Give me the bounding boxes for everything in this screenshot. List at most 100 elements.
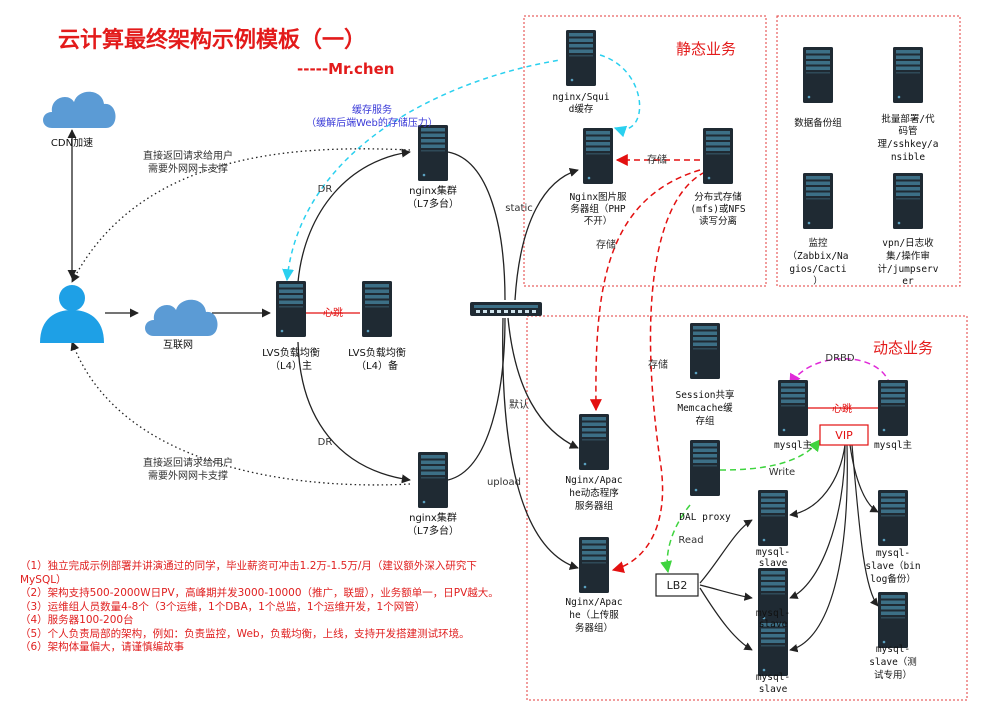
nginx-bottom-switch-line <box>447 317 506 481</box>
nginx-top-switch-line <box>447 151 506 301</box>
diagram-title: 云计算最终架构示例模板（一） <box>58 27 366 53</box>
internet-cloud-icon <box>145 299 218 336</box>
static-region <box>523 15 767 287</box>
apache-dyn-label-1: Nginx/Apac <box>565 475 622 486</box>
session-label-2: Memcache缓 <box>677 402 733 414</box>
drbd-label: DRBD <box>825 353 855 364</box>
apache-dyn-server-icon <box>579 414 609 470</box>
slave-backup-label-3: log备份） <box>870 573 916 585</box>
slave-test-label-1: mysql- <box>876 644 910 655</box>
static-region-title: 静态业务 <box>676 40 736 58</box>
monitor-label-2: （Zabbix/Na <box>788 250 849 262</box>
deploy-server-icon <box>893 47 923 103</box>
vip-slave3-line <box>789 444 848 653</box>
network-switch <box>470 302 542 316</box>
lb2-slave3-line <box>699 587 753 651</box>
dr-top-label: DR <box>318 184 333 195</box>
write-line <box>719 439 821 471</box>
session-label-3: 存组 <box>695 415 715 427</box>
upload-label: upload <box>487 477 521 488</box>
apache-up-server-icon <box>579 537 609 593</box>
dist-storage-server-icon <box>703 128 733 184</box>
deploy-label-3: 理/sshkey/a <box>878 139 939 150</box>
session-server-icon <box>690 323 720 379</box>
slave-backup-server-icon <box>878 490 908 546</box>
read-label: Read <box>678 535 703 546</box>
direct-return-bottom-label-1: 直接返回请求给用户 <box>143 456 233 469</box>
apache-up-label-2: he（上传服 <box>569 609 619 621</box>
slave1-server-icon <box>758 490 788 546</box>
note-3: （3）运维组人员数量4-8个（3个运维，1个DBA，1个总监，1个运维开发，1个… <box>20 600 426 613</box>
vpn-label-3: 计/jumpserv <box>878 263 939 275</box>
cdn-label: CDN加速 <box>51 137 93 149</box>
vpn-label-4: er <box>902 276 914 287</box>
author-label: -----Mr.chen <box>297 60 394 78</box>
vip-slave1-line <box>789 444 846 518</box>
deploy-label-4: nsible <box>891 152 926 163</box>
slave1-label-1: mysql- <box>756 547 790 558</box>
dal-server-icon <box>690 440 720 496</box>
vip-slave2-line <box>789 444 846 599</box>
note-5: （5）个人负责局部的架构，例如：负责监控，Web，负载均衡，上线，支持开发搭建测… <box>20 627 470 640</box>
cache-service-label-1: 缓存服务 <box>352 103 392 116</box>
lvs-backup-label-1: LVS负载均衡 <box>348 346 406 359</box>
dist-label-1: 分布式存储 <box>694 191 742 203</box>
storage-apache-up-line <box>611 171 706 573</box>
nginx-top-label-1: nginx集群 <box>409 184 457 197</box>
slave1-label-2: slave <box>759 558 788 569</box>
vip-slave-backup-line <box>849 444 879 513</box>
squid-label-1: nginx/Squi <box>552 92 609 103</box>
deploy-label-2: 码管 <box>898 125 917 137</box>
direct-return-bottom-label-2: 需要外网网卡支撑 <box>148 469 228 482</box>
nginx-bottom-label-1: nginx集群 <box>409 511 457 524</box>
note-1: （1）独立完成示例部署并讲演通过的同学，毕业薪资可冲击1.2万-1.5万/月（建… <box>20 560 477 586</box>
internet-label: 互联网 <box>163 339 193 351</box>
img-label-1: Nginx图片服 <box>569 191 627 203</box>
cache-service-label-2: （缓解后端Web的存储压力） <box>306 116 438 129</box>
nginx-bottom-label-2: （L7多台） <box>407 524 459 537</box>
mysql-a-label: mysql主 <box>774 439 812 451</box>
squid-server-icon <box>566 30 596 86</box>
cdn-cloud-icon <box>43 91 116 128</box>
write-label: Write <box>769 467 795 478</box>
slave3-label-1: mysql- <box>756 672 790 683</box>
lb2-slave2-line <box>699 584 753 601</box>
backup-label: 数据备份组 <box>794 117 842 129</box>
monitor-label-3: gios/Cacti <box>789 264 846 275</box>
vip-label: VIP <box>835 429 853 442</box>
slave-test-server-icon <box>878 592 908 648</box>
switch-apache-dyn-line <box>507 317 579 449</box>
direct-return-bottom-line <box>70 341 411 486</box>
cache-service-line <box>282 59 561 282</box>
storage-label-1: 存储 <box>647 153 667 166</box>
lvs-main-label-2: （L4）主 <box>270 360 312 372</box>
vip-slave-test-line <box>851 444 879 607</box>
lvs-main-server-icon <box>276 281 306 337</box>
direct-return-top-label-1: 直接返回请求给用户 <box>143 149 233 162</box>
session-label-1: Session共享 <box>675 389 734 401</box>
storage-apache-dyn-line <box>589 169 701 412</box>
vip-box <box>819 424 869 446</box>
user-icon <box>40 285 104 343</box>
direct-return-top-line <box>71 148 411 283</box>
deploy-label-1: 批量部署/代 <box>881 113 935 125</box>
lb2-box <box>655 573 699 597</box>
dist-label-2: (mfs)或NFS <box>690 203 746 215</box>
static-label: static <box>505 203 532 214</box>
slave2-label-2: slave <box>759 619 788 630</box>
slave-backup-label-2: slave（bin <box>865 560 920 572</box>
apache-dyn-label-2: he动态程序 <box>569 487 619 499</box>
nginx-bottom-server-icon <box>418 452 448 508</box>
nginx-top-label-2: （L7多台） <box>407 197 459 210</box>
vpn-label-1: vpn/日志收 <box>882 237 934 249</box>
backup-server-icon <box>803 47 833 103</box>
mysql-heartbeat-label: 心跳 <box>832 402 852 415</box>
note-6: （6）架构体量偏大，请谨慎编故事 <box>20 641 185 653</box>
nginx-top-server-icon <box>418 125 448 181</box>
mysql-b-server-icon <box>878 380 908 436</box>
ops-region <box>776 15 961 287</box>
lb2-slave1-line <box>699 519 753 584</box>
lvs-backup-server-icon <box>362 281 392 337</box>
apache-up-label-3: 务器组） <box>575 622 613 634</box>
slave3-label-2: slave <box>759 684 788 695</box>
